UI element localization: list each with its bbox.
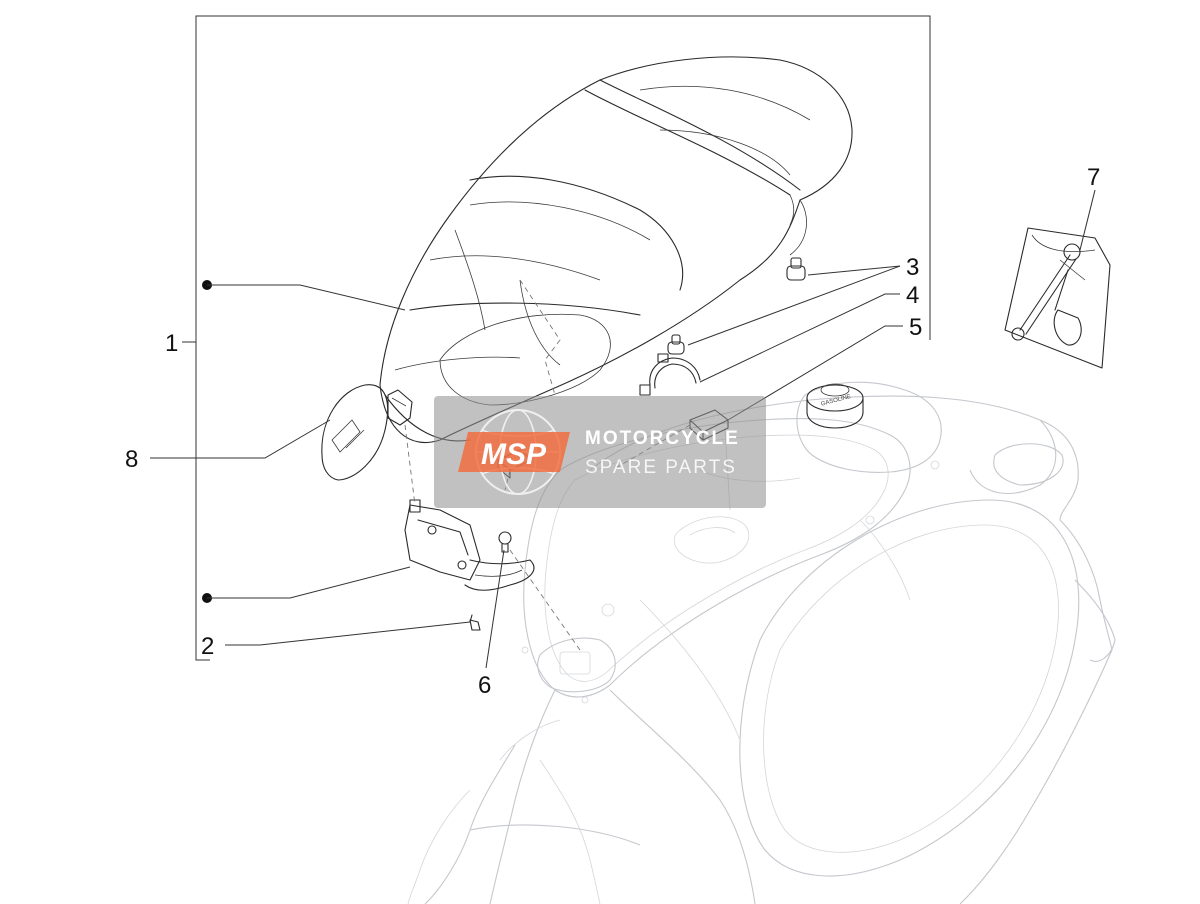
callout-6[interactable]: 6 <box>478 672 491 699</box>
seat-lock-hinge[interactable] <box>404 499 535 591</box>
callout-2[interactable]: 2 <box>201 633 214 660</box>
callout-labels: 1 2 3 4 5 6 7 8 <box>125 164 1100 699</box>
seat-assembly[interactable] <box>379 56 853 444</box>
screw[interactable] <box>469 614 481 631</box>
bolt-small[interactable] <box>498 531 512 553</box>
watermark: MSP MOTORCYCLE SPARE PARTS <box>434 396 766 508</box>
watermark-logo-text: MSP <box>481 438 547 471</box>
callout-3[interactable]: 3 <box>906 254 919 281</box>
toolkit-bag[interactable] <box>1004 227 1111 369</box>
watermark-line2: SPARE PARTS <box>585 457 737 478</box>
callout-7[interactable]: 7 <box>1087 164 1100 191</box>
callout-5[interactable]: 5 <box>909 314 922 341</box>
watermark-line1: MOTORCYCLE <box>585 428 740 449</box>
rubber-bumper[interactable] <box>667 334 685 355</box>
fuel-cap: GASOLINE <box>806 383 864 429</box>
scooter-body-frame: GASOLINE <box>407 381 1116 904</box>
watermark-panel <box>434 396 766 508</box>
clip-strap[interactable] <box>639 353 701 396</box>
callout-leaders <box>150 15 1096 669</box>
callout-8[interactable]: 8 <box>125 446 138 473</box>
callout-4[interactable]: 4 <box>906 282 919 309</box>
seat-bumper <box>786 257 806 281</box>
seat-badge[interactable] <box>321 384 389 481</box>
watermark-logo-badge <box>458 432 570 472</box>
callout-1[interactable]: 1 <box>165 330 178 357</box>
